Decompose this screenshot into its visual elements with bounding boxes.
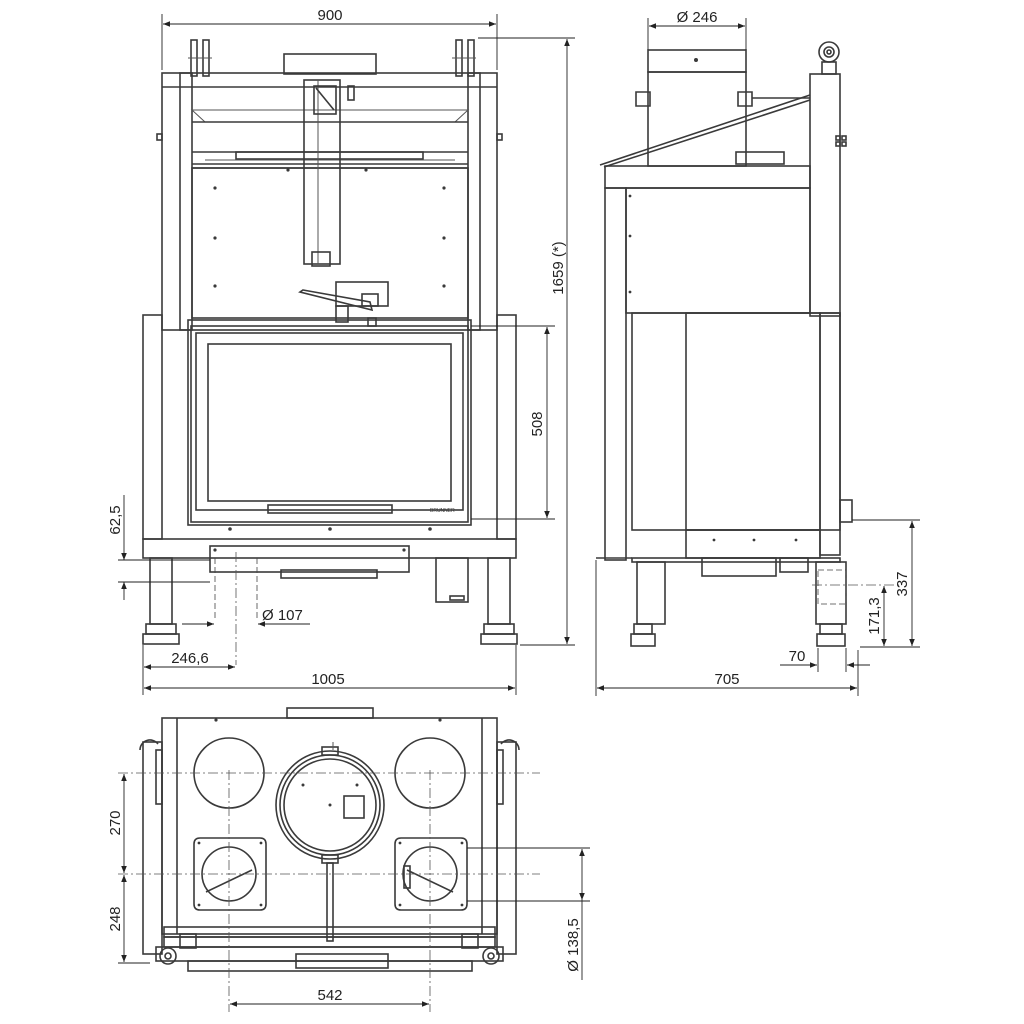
side-leg-front [636, 561, 666, 625]
dim-label-508: 508 [529, 411, 546, 436]
dim-label-705: 705 [714, 671, 739, 688]
dim-270: 270 [107, 774, 127, 873]
damper-mechanism [298, 79, 389, 327]
side-leg-rear [815, 561, 847, 625]
dim-70: 70 [780, 648, 870, 672]
dim-171-3: 171,3 [866, 586, 887, 646]
flue-collar [283, 53, 377, 75]
side-column-left [142, 314, 163, 540]
leg-left [149, 557, 173, 625]
lifting-hook-left [188, 39, 212, 77]
leg-right [487, 557, 511, 625]
dim-diameter-107: Ø 107 [182, 607, 310, 627]
firebox-door: BRUNNER [187, 319, 472, 531]
dim-248: 248 [107, 875, 150, 964]
front-view: BRUNNER 900 [107, 7, 575, 695]
side-lower-body [596, 312, 853, 577]
dim-label-1659: 1659 (*) [550, 241, 567, 294]
dim-diameter-138-5: Ø 138,5 [467, 847, 590, 980]
dim-label-248: 248 [107, 906, 124, 931]
dim-label-62-5: 62,5 [107, 505, 124, 534]
dim-337: 337 [852, 519, 920, 648]
dim-diameter-246: Ø 246 [647, 9, 747, 50]
dim-900: 900 [161, 7, 498, 70]
top-central-flue [275, 742, 385, 864]
dim-label-diameter-107: Ø 107 [262, 607, 303, 624]
front-base [142, 538, 517, 603]
dim-62-5: 62,5 [107, 495, 210, 600]
dim-1005: 1005 [144, 645, 517, 695]
side-view: Ø 246 337 171,3 70 705 [595, 9, 920, 696]
dim-label-337: 337 [894, 571, 911, 596]
rear-post [809, 73, 841, 317]
frame-outer [161, 72, 498, 331]
dim-label-900: 900 [317, 7, 342, 24]
dim-705: 705 [595, 560, 859, 696]
top-view: 270 248 Ø 138,5 542 [107, 707, 590, 1012]
side-upper-body [604, 165, 811, 561]
dim-label-171-3: 171,3 [866, 597, 883, 635]
dim-542: 542 [230, 987, 429, 1007]
dim-label-542: 542 [317, 987, 342, 1004]
top-front-strip [155, 926, 504, 972]
lifting-hook-right [452, 39, 476, 77]
brand-logo-text: BRUNNER [430, 508, 455, 514]
side-lifting-eye [818, 41, 840, 75]
dim-label-diameter-138-5: Ø 138,5 [565, 918, 582, 971]
dim-label-1005: 1005 [311, 671, 344, 688]
dim-label-270: 270 [107, 810, 124, 835]
dim-label-70: 70 [789, 648, 806, 665]
dim-label-246-6: 246,6 [171, 650, 209, 667]
dim-label-diameter-246: Ø 246 [677, 9, 718, 26]
side-column-right [496, 314, 517, 540]
dim-508: 508 [471, 325, 555, 520]
dim-246-6: 246,6 [142, 645, 235, 695]
dim-1659: 1659 (*) [478, 37, 575, 646]
smoke-chamber [190, 109, 470, 319]
